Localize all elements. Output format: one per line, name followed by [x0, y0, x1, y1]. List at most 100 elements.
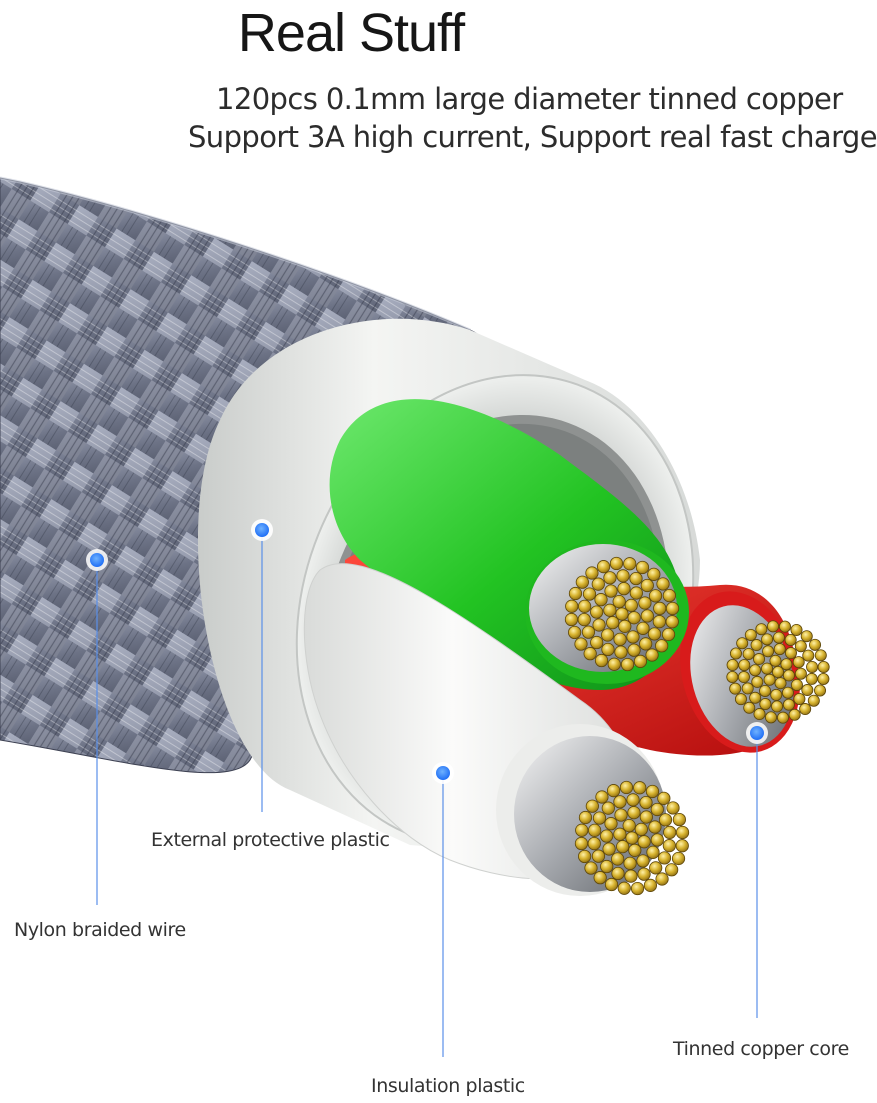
copper-strand	[665, 863, 679, 877]
copper-strand	[601, 642, 615, 657]
copper-strand	[726, 659, 739, 672]
copper-strand	[782, 698, 795, 711]
copper-strand	[799, 703, 812, 716]
copper-strand	[640, 578, 654, 593]
copper-strand	[665, 601, 680, 616]
copper-strand	[593, 871, 607, 885]
copper-strand	[772, 631, 785, 644]
copper-strand	[805, 672, 818, 685]
copper-strand	[612, 595, 626, 609]
copper-strand	[635, 560, 650, 575]
copper-strand	[734, 693, 747, 706]
copper-strand	[584, 861, 598, 875]
copper-strand	[649, 861, 663, 875]
copper-strand	[770, 688, 783, 701]
copper-strand	[784, 633, 797, 646]
copper-strand	[617, 582, 631, 596]
copper-strand	[627, 806, 641, 820]
copper-strand	[800, 630, 813, 643]
copper-strand	[784, 647, 797, 660]
callout-marker-insulation	[432, 762, 454, 784]
copper-strand	[575, 575, 589, 589]
copper-strand	[648, 589, 663, 603]
copper-strand	[737, 671, 750, 684]
copper-strand	[630, 881, 645, 896]
copper-strand	[627, 643, 641, 657]
copper-strand	[578, 849, 592, 864]
copper-strand	[650, 833, 664, 847]
copper-strand	[600, 859, 614, 874]
copper-strand	[658, 813, 673, 827]
copper-strand	[606, 784, 621, 798]
label-tinned-copper-core: Tinned copper core	[673, 1038, 849, 1060]
copper-strand	[624, 869, 638, 883]
copper-strand	[590, 635, 604, 650]
copper-strand	[793, 692, 806, 705]
copper-strand	[603, 603, 617, 617]
copper-strand	[616, 569, 630, 583]
copper-strand	[601, 801, 615, 815]
copper-strand	[765, 711, 778, 724]
copper-strand	[742, 647, 755, 660]
copper-strand	[623, 856, 637, 870]
copper-strand	[639, 795, 653, 810]
copper-strand	[591, 577, 605, 591]
copper-strand	[753, 653, 766, 666]
copper-strand	[588, 823, 602, 837]
copper-strand	[638, 596, 652, 610]
copper-strand	[749, 664, 762, 677]
copper-strand	[613, 795, 627, 809]
copper-strand	[738, 659, 751, 672]
callout-marker-external	[251, 519, 273, 541]
copper-strand	[767, 620, 780, 633]
copper-strand	[655, 639, 669, 653]
copper-strand	[583, 647, 597, 661]
copper-strand	[601, 628, 615, 642]
copper-strand	[609, 556, 624, 571]
copper-strand	[585, 566, 599, 580]
copper-strand	[607, 657, 621, 671]
copper-strand	[611, 852, 625, 866]
copper-strand	[801, 684, 814, 697]
copper-strand	[604, 877, 619, 892]
copper-strand	[578, 599, 592, 613]
subtitle-line-1: 120pcs 0.1mm large diameter tinned coppe…	[216, 82, 843, 116]
copper-strand	[613, 827, 627, 841]
copper-strand	[773, 643, 786, 656]
copper-strand	[600, 829, 614, 843]
copper-strand	[761, 662, 774, 675]
copper-strand	[591, 849, 606, 863]
copper-strand	[594, 653, 609, 668]
copper-strand	[637, 867, 651, 881]
copper-strand	[620, 657, 635, 672]
copper-strand	[662, 588, 676, 603]
copper-strand	[743, 701, 756, 714]
copper-strand	[744, 628, 757, 641]
copper-strand	[617, 881, 631, 895]
copper-strand	[565, 599, 579, 613]
copper-strand	[750, 639, 763, 652]
copper-strand	[596, 560, 611, 574]
copper-strand	[604, 817, 618, 831]
copper-strand	[657, 791, 671, 805]
copper-strand	[729, 682, 742, 695]
copper-strand	[741, 682, 754, 695]
copper-strand	[807, 694, 820, 707]
copper-strand	[780, 658, 793, 671]
copper-strand	[675, 839, 689, 853]
copper-strand	[626, 630, 640, 644]
label-insulation-plastic: Insulation plastic	[371, 1075, 525, 1097]
copper-strand	[616, 840, 630, 854]
copper-strand	[774, 677, 787, 690]
copper-strands-red	[726, 620, 830, 724]
copper-strand	[809, 638, 822, 651]
copper-strand	[794, 640, 807, 653]
copper-strand	[653, 601, 667, 616]
callout-marker-copper	[746, 722, 768, 744]
copper-strand	[672, 812, 686, 827]
copper-strand	[790, 623, 803, 636]
subtitle-line-2: Support 3A high current, Support real fa…	[188, 120, 877, 154]
copper-strand	[629, 586, 643, 600]
copper-strand	[763, 673, 776, 686]
copper-strand	[636, 621, 650, 635]
